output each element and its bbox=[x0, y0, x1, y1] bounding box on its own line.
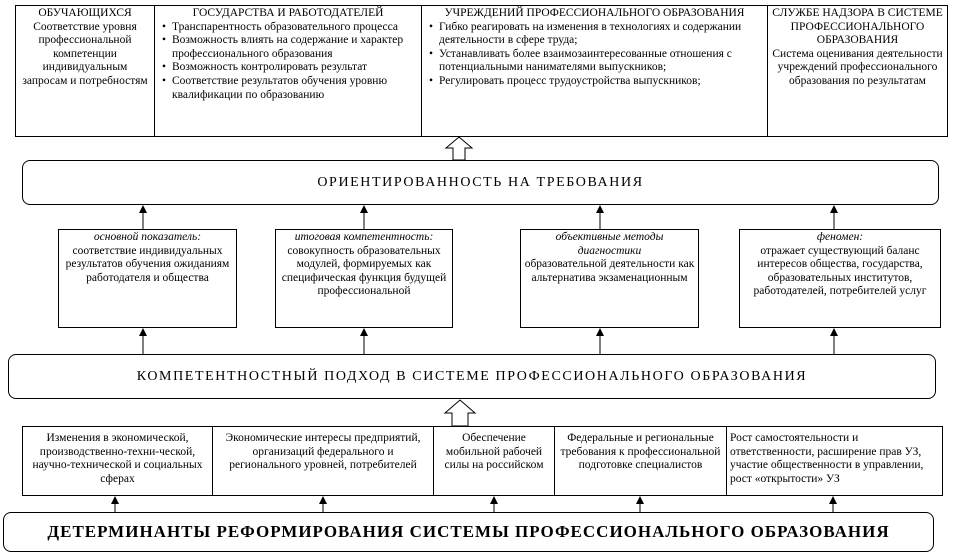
determinants-bar: ДЕТЕРМИНАНТЫ РЕФОРМИРОВАНИЯ СИСТЕМЫ ПРОФ… bbox=[3, 512, 934, 552]
bottom-box-mobility: Обеспечение мобильной рабочей силы на ро… bbox=[433, 426, 555, 496]
middle-box-text: соответствие индивидуальных результатов … bbox=[65, 244, 230, 284]
top-box-text: Соответствие уровня профессиональной ком… bbox=[22, 20, 148, 87]
middle-box-methods: объективные методы диагностики образоват… bbox=[520, 229, 699, 328]
bottom-box-text: Рост самостоятельности и ответственности… bbox=[730, 432, 924, 485]
orientation-bar: ОРИЕНТИРОВАННОСТЬ НА ТРЕБОВАНИЯ bbox=[22, 160, 939, 205]
bottom-box-text: Изменения в экономической, производствен… bbox=[32, 432, 203, 485]
middle-box-label: объективные методы диагностики bbox=[555, 231, 664, 257]
middle-box-label: основной показатель: bbox=[93, 231, 202, 243]
middle-box-text: совокупность образовательных модулей, фо… bbox=[281, 244, 447, 298]
middle-box-label: итоговая компетентность: bbox=[294, 231, 434, 243]
list-item: Возможность влиять на содержание и харак… bbox=[162, 34, 418, 61]
list-item: Транспарентность образовательного процес… bbox=[162, 21, 418, 35]
hollow-arrow-approach bbox=[443, 399, 477, 427]
middle-box-label: феномен: bbox=[816, 231, 864, 243]
approach-label: КОМПЕТЕНТНОСТНЫЙ ПОДХОД В СИСТЕМЕ ПРОФЕС… bbox=[136, 368, 808, 384]
middle-box-text: образовательной деятельности как альтерн… bbox=[524, 258, 695, 284]
top-box-supervision: СЛУЖБЕ НАДЗОРА В СИСТЕМЕ ПРОФЕССИОНАЛЬНО… bbox=[767, 5, 948, 137]
bottom-box-autonomy: Рост самостоятельности и ответственности… bbox=[726, 426, 943, 496]
top-box-title: УЧРЕЖДЕНИЙ ПРОФЕССИОНАЛЬНОГО ОБРАЗОВАНИЯ bbox=[444, 7, 745, 19]
hollow-arrow-top bbox=[444, 136, 474, 161]
top-box-title: ГОСУДАРСТВА И РАБОТОДАТЕЛЕЙ bbox=[192, 7, 384, 19]
top-box-state-employers: ГОСУДАРСТВА И РАБОТОДАТЕЛЕЙ Транспарентн… bbox=[154, 5, 422, 137]
bottom-box-text: Федеральные и региональные требования к … bbox=[560, 432, 721, 472]
middle-box-competence: итоговая компетентность: совокупность об… bbox=[275, 229, 453, 328]
list-item: Устанавливать более взаимозаинтересованн… bbox=[429, 48, 764, 75]
bottom-box-changes: Изменения в экономической, производствен… bbox=[22, 426, 213, 496]
top-box-institutions: УЧРЕЖДЕНИЙ ПРОФЕССИОНАЛЬНОГО ОБРАЗОВАНИЯ… bbox=[421, 5, 768, 137]
orientation-label: ОРИЕНТИРОВАННОСТЬ НА ТРЕБОВАНИЯ bbox=[317, 174, 644, 190]
top-box-students: ОБУЧАЮЩИХСЯ Соответствие уровня професси… bbox=[15, 5, 155, 137]
bottom-box-text: Экономические интересы предприятий, орга… bbox=[225, 432, 421, 472]
top-box-title: СЛУЖБЕ НАДЗОРА В СИСТЕМЕ ПРОФЕССИОНАЛЬНО… bbox=[772, 7, 943, 47]
bottom-box-text: Обеспечение мобильной рабочей силы на ро… bbox=[444, 432, 544, 472]
list-item: Соответствие результатов обучения уровню… bbox=[162, 75, 418, 102]
determinants-label: ДЕТЕРМИНАНТЫ РЕФОРМИРОВАНИЯ СИСТЕМЫ ПРОФ… bbox=[47, 522, 890, 541]
approach-bar: КОМПЕТЕНТНОСТНЫЙ ПОДХОД В СИСТЕМЕ ПРОФЕС… bbox=[8, 354, 936, 399]
top-box-title: ОБУЧАЮЩИХСЯ bbox=[38, 7, 132, 19]
middle-box-phenomenon: феномен: отражает существующий баланс ин… bbox=[739, 229, 941, 328]
list-item: Гибко реагировать на изменения в техноло… bbox=[429, 21, 764, 48]
middle-box-indicator: основной показатель: соответствие индиви… bbox=[58, 229, 237, 328]
bottom-box-requirements: Федеральные и региональные требования к … bbox=[554, 426, 727, 496]
top-box-text: Система оценивания деятельности учрежден… bbox=[772, 47, 943, 87]
list-item: Возможность контролировать результат bbox=[162, 61, 418, 75]
list-item: Регулировать процесс трудоустройства вып… bbox=[429, 75, 764, 89]
middle-box-text: отражает существующий баланс интересов о… bbox=[753, 244, 927, 298]
bottom-box-interests: Экономические интересы предприятий, орга… bbox=[212, 426, 434, 496]
